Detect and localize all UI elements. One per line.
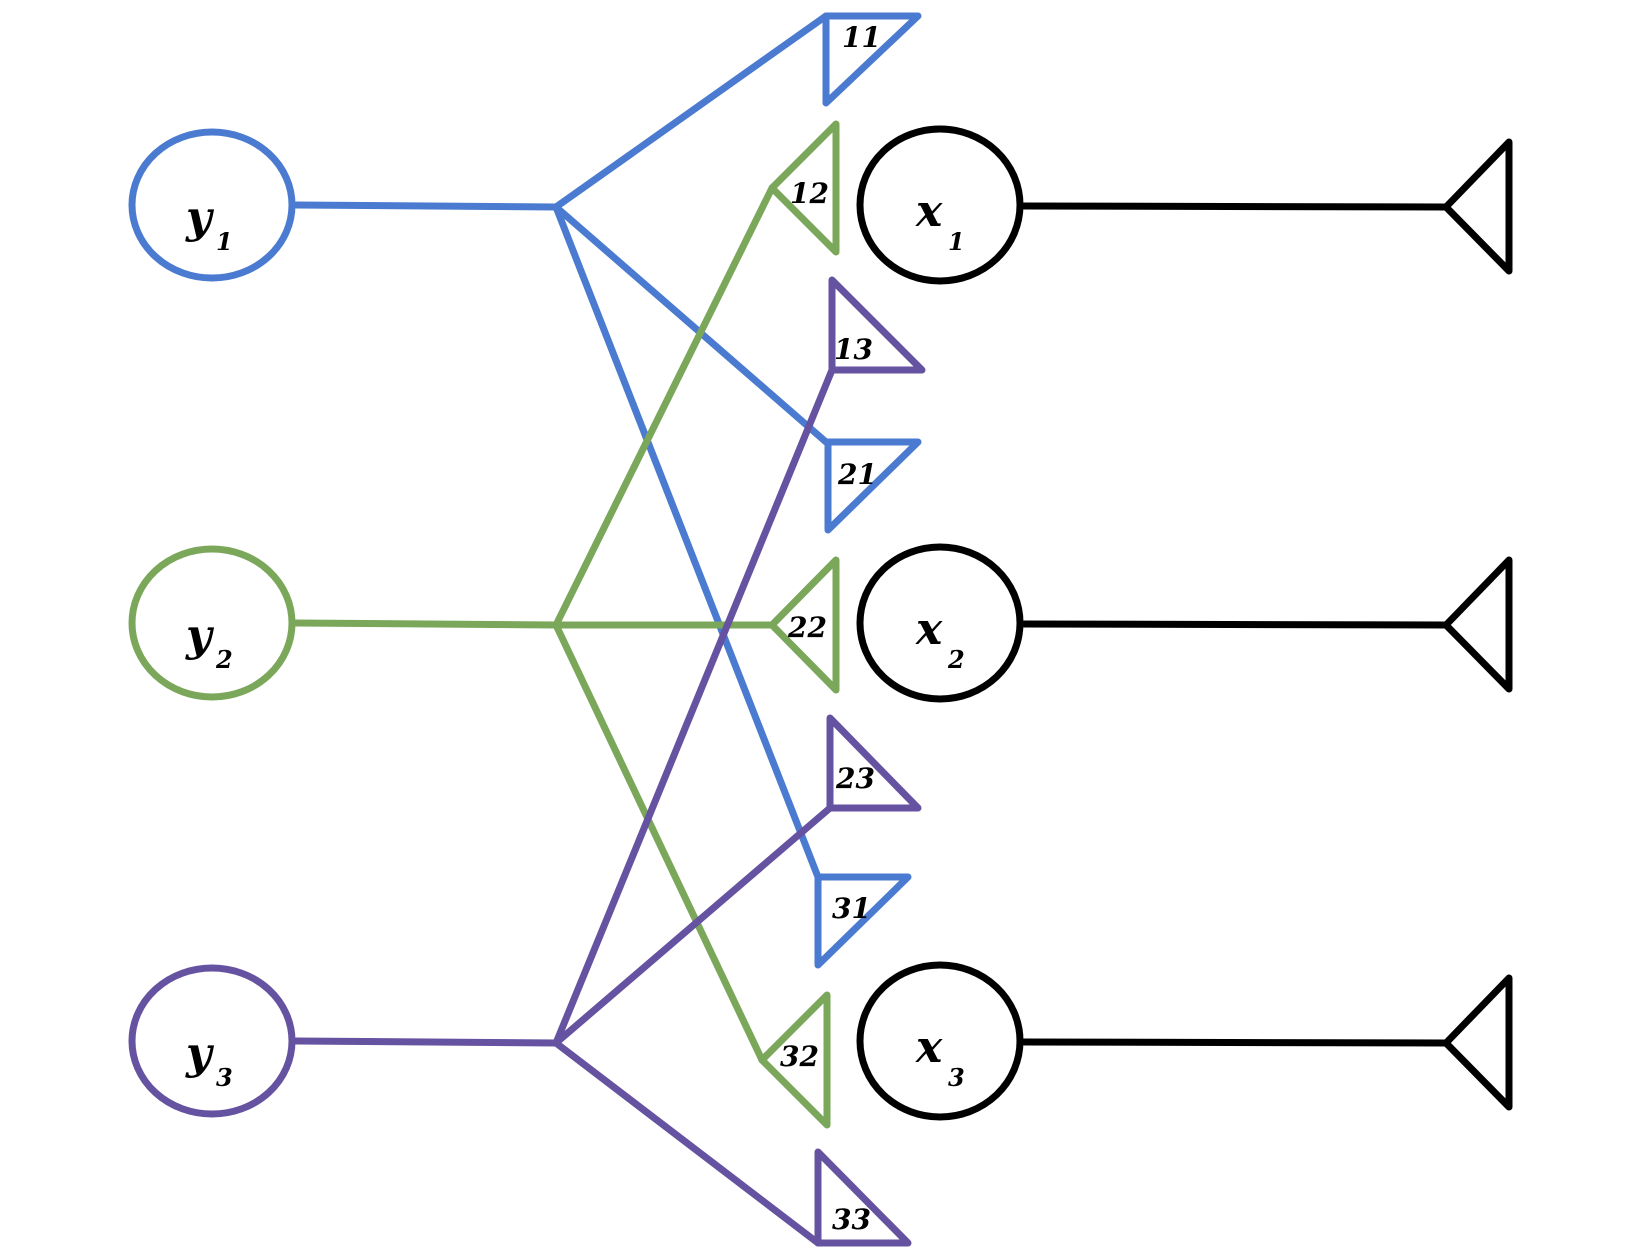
triangle-12 <box>768 120 840 256</box>
branch-32 <box>552 621 766 1064</box>
node-x3-label: x <box>915 1022 943 1073</box>
stem-y2 <box>292 619 560 629</box>
triangle-13 <box>828 276 926 374</box>
branch-11 <box>552 12 830 211</box>
node-y2-subscript: 2 <box>215 645 233 674</box>
branch-23 <box>552 804 834 1047</box>
stem-x3 <box>1020 1038 1450 1047</box>
triangle-22 <box>768 556 840 694</box>
edge-label-31: 31 <box>832 892 871 925</box>
node-y2-label: y <box>185 610 215 661</box>
edge-label-11: 11 <box>842 21 881 54</box>
edge-label-22: 22 <box>787 611 827 644</box>
node-x2-label: x <box>915 604 943 655</box>
branch-31 <box>552 203 822 881</box>
node-y1-label: y <box>185 192 215 243</box>
node-x3-circle <box>856 961 1024 1121</box>
group-x <box>856 125 1513 1121</box>
node-y2-circle <box>128 545 296 701</box>
node-y1-subscript: 1 <box>216 227 233 256</box>
triangle-32 <box>758 991 831 1129</box>
edge-label-32: 32 <box>780 1040 819 1073</box>
edge-label-21: 21 <box>837 458 877 491</box>
triangle-33 <box>814 1148 912 1247</box>
triangle-x3 <box>1442 974 1513 1111</box>
triangle-11 <box>822 12 922 107</box>
branch-21 <box>552 203 830 446</box>
triangle-21 <box>824 438 922 534</box>
triangle-31 <box>814 873 912 969</box>
branch-12 <box>552 184 776 629</box>
node-y3-subscript: 3 <box>216 1063 233 1092</box>
triangle-x1 <box>1442 138 1513 275</box>
group-y3 <box>128 276 926 1247</box>
node-y3-label: y <box>185 1028 215 1079</box>
stem-x1 <box>1020 202 1450 211</box>
group-y2 <box>128 120 840 1129</box>
node-y3-circle <box>128 964 296 1118</box>
node-x3-subscript: 3 <box>948 1063 965 1092</box>
node-x2-circle <box>856 543 1024 703</box>
node-x1-subscript: 1 <box>948 227 965 256</box>
edge-label-13: 13 <box>834 333 873 366</box>
node-x2-subscript: 2 <box>947 645 965 674</box>
group-y1 <box>128 12 922 969</box>
edge-label-12: 12 <box>790 177 829 210</box>
stem-y1 <box>292 201 560 211</box>
branch-13 <box>552 366 836 1047</box>
branch-33 <box>552 1039 822 1247</box>
triangle-x2 <box>1442 556 1513 693</box>
node-y1-circle <box>128 128 296 282</box>
triangle-23 <box>826 714 922 812</box>
edge-label-23: 23 <box>835 762 875 795</box>
edge-label-33: 33 <box>832 1203 871 1236</box>
stem-y3 <box>292 1037 560 1047</box>
stem-x2 <box>1020 620 1450 629</box>
node-x1-circle <box>856 125 1024 285</box>
node-x1-label: x <box>915 186 943 237</box>
